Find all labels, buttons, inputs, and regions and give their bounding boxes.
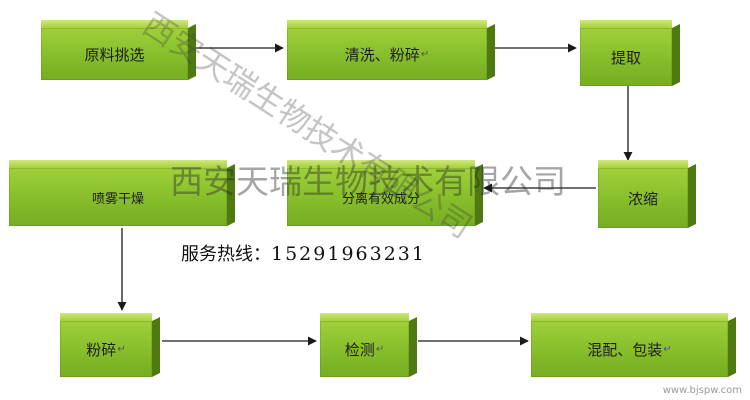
node-spray-dry: 喷雾干燥 xyxy=(9,160,235,226)
return-mark-icon: ↵ xyxy=(117,343,126,355)
node-test: 检测↵ xyxy=(320,313,417,377)
node-concentrate-label: 浓缩 xyxy=(627,189,658,208)
service-hotline: 服务热线：15291963231 xyxy=(181,240,426,266)
node-concentrate: 浓缩 xyxy=(598,160,696,228)
node-spray-dry-label: 喷雾干燥 xyxy=(91,191,144,207)
node-wash-crush-label: 清洗、粉碎 xyxy=(344,45,420,64)
node-separate-label: 分离有效成分 xyxy=(341,191,420,207)
return-mark-icon: ↵ xyxy=(420,48,430,60)
node-crush: 粉碎↵ xyxy=(60,313,160,377)
return-mark-icon: ↵ xyxy=(663,343,672,355)
hotline-label: 服务热线： xyxy=(181,244,271,265)
site-watermark: www.bjspw.com xyxy=(662,385,742,396)
node-separate: 分离有效成分 xyxy=(287,160,483,226)
node-raw-selection-label: 原料挑选 xyxy=(84,45,145,64)
watermark-horizontal: 西安天瑞生物技术有限公司 xyxy=(170,162,566,201)
node-mix-pack: 混配、包装↵ xyxy=(531,313,736,377)
node-raw-selection: 原料挑选 xyxy=(41,20,196,80)
hotline-number: 15291963231 xyxy=(271,243,426,265)
node-wash-crush: 清洗、粉碎↵ xyxy=(287,20,495,80)
node-extract: 提取 xyxy=(580,20,680,86)
return-mark-icon: ↵ xyxy=(375,343,385,355)
node-test-label: 检测 xyxy=(344,340,375,359)
node-crush-label: 粉碎 xyxy=(86,340,117,359)
node-mix-pack-label: 混配、包装 xyxy=(587,340,663,359)
node-extract-label: 提取 xyxy=(610,48,641,67)
